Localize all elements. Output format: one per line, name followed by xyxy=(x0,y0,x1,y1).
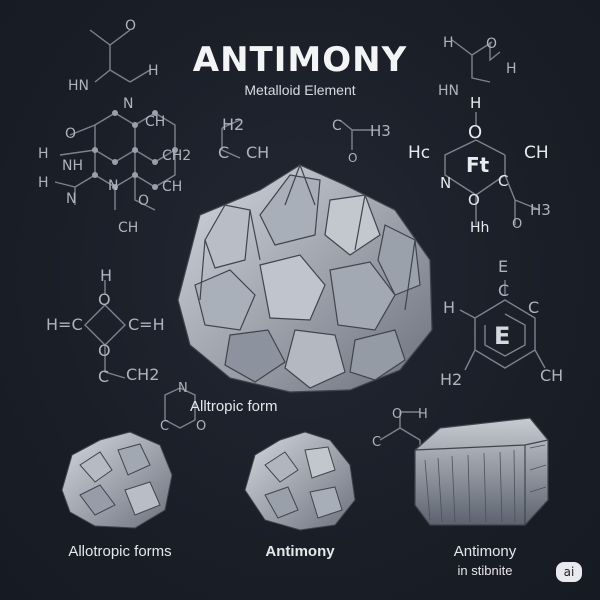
right-block-caption: Antimony xyxy=(453,543,517,560)
label: CH xyxy=(524,143,549,163)
label: H=C xyxy=(46,315,83,334)
label: CH xyxy=(145,114,165,130)
formula-labels: O HN N H CH O H NH CH2 H N CH N O CH H2 … xyxy=(38,18,563,450)
label: H3 xyxy=(530,201,551,219)
label: H2 xyxy=(222,115,244,134)
structure-lines xyxy=(54,29,546,460)
label: H xyxy=(100,266,112,285)
label: O xyxy=(65,126,76,142)
label: H xyxy=(148,63,159,79)
label: NH xyxy=(62,158,83,174)
label: N xyxy=(108,178,118,194)
label: E xyxy=(498,257,508,276)
label: Hc xyxy=(408,143,430,163)
label: O xyxy=(468,122,482,143)
label: H2 xyxy=(440,370,462,389)
label: H3 xyxy=(370,122,391,140)
label: H xyxy=(418,407,428,422)
label: O xyxy=(468,191,480,209)
label: H xyxy=(38,175,49,191)
label: Ft xyxy=(466,153,490,177)
label: H xyxy=(38,146,49,162)
label: O xyxy=(392,407,402,422)
label: CH2 xyxy=(126,365,159,384)
label: C xyxy=(98,367,109,386)
page-subtitle: Metalloid Element xyxy=(244,82,356,98)
label: HN xyxy=(68,78,89,94)
label: C xyxy=(372,435,381,450)
label: H xyxy=(470,94,481,112)
label: O xyxy=(486,36,497,52)
label: O xyxy=(196,419,206,434)
label: CH xyxy=(162,179,182,195)
label: N xyxy=(178,381,188,396)
label: CH2 xyxy=(162,148,191,164)
label: C xyxy=(160,419,169,434)
label: O xyxy=(98,290,111,309)
atom-dots xyxy=(92,110,178,190)
label: CH xyxy=(246,143,269,162)
main-cluster-caption: Alltropic form xyxy=(190,398,278,415)
label: O xyxy=(348,151,357,165)
page-title: ANTIMONY xyxy=(192,40,408,80)
main-crystal-cluster xyxy=(177,163,433,393)
label: H xyxy=(506,61,517,77)
label: HN xyxy=(438,83,459,99)
label: H xyxy=(443,298,455,317)
label: N xyxy=(123,96,133,112)
antimony-crystal-cluster xyxy=(244,431,356,531)
label: O xyxy=(98,341,111,360)
label: C xyxy=(218,143,229,162)
label: C xyxy=(498,172,508,190)
label: CH xyxy=(118,220,138,236)
stibnite-block xyxy=(414,417,549,526)
allotropic-forms-cluster xyxy=(61,431,173,529)
label: C xyxy=(528,298,539,317)
right-block-subcaption: in stibnite xyxy=(457,563,513,578)
left-cluster-caption: Allotropic forms xyxy=(68,543,172,560)
label: O xyxy=(512,217,522,232)
ai-badge: ai xyxy=(556,562,582,582)
label: Hh xyxy=(470,220,489,236)
label: O xyxy=(138,193,149,209)
label: C xyxy=(498,281,509,300)
label: C=H xyxy=(128,315,165,334)
label: O xyxy=(125,18,136,34)
label: N xyxy=(66,191,76,207)
center-cluster-caption: Antimony xyxy=(265,543,335,560)
label: H xyxy=(443,35,454,51)
label: E xyxy=(494,322,510,350)
label: C xyxy=(332,118,342,134)
label: CH xyxy=(540,366,563,385)
label: N xyxy=(440,174,451,192)
